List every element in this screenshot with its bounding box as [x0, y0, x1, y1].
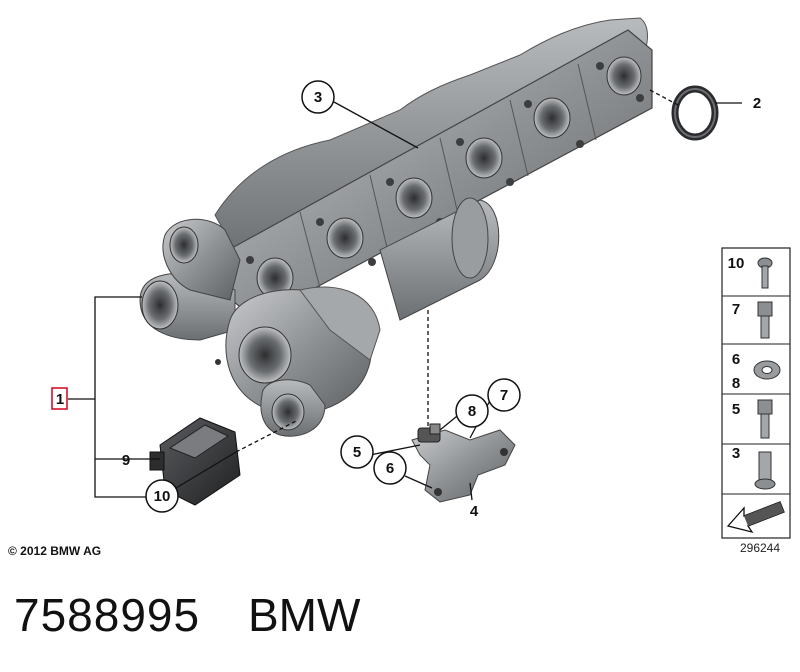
exhaust-manifold — [214, 17, 653, 321]
callout-5[interactable]: 5 — [340, 435, 374, 469]
svg-text:10: 10 — [154, 488, 171, 505]
wastegate-actuator — [149, 417, 241, 506]
svg-text:2: 2 — [753, 95, 761, 112]
diagram-number: 296244 — [740, 541, 780, 555]
legend-row-3[interactable]: 3 — [732, 445, 776, 490]
direction-arrow-icon — [726, 501, 785, 534]
callout-4[interactable]: 4 — [470, 503, 479, 520]
callout-2[interactable]: 2 — [753, 95, 761, 112]
callout-9[interactable]: 9 — [122, 452, 130, 469]
callout-6[interactable]: 6 — [373, 451, 407, 485]
leader-lines — [68, 89, 742, 501]
legend-row-6-8[interactable]: 6 8 — [732, 351, 781, 392]
gasket-ring — [671, 85, 719, 141]
callout-10[interactable]: 10 — [145, 479, 179, 513]
flange-segments — [299, 63, 597, 289]
svg-text:1: 1 — [56, 391, 64, 408]
support-bracket — [411, 423, 516, 503]
svg-text:8: 8 — [732, 375, 740, 392]
hardware-legend: 10 7 6 8 5 3 — [721, 247, 791, 539]
legend-row-5[interactable]: 5 — [732, 399, 773, 439]
svg-text:6: 6 — [732, 351, 740, 368]
svg-text:6: 6 — [386, 460, 394, 477]
svg-text:8: 8 — [468, 403, 476, 420]
svg-text:10: 10 — [728, 255, 745, 272]
callout-8[interactable]: 8 — [455, 394, 489, 428]
svg-text:7: 7 — [500, 387, 508, 404]
legend-row-10[interactable]: 10 — [728, 255, 773, 289]
turbocharger — [139, 197, 500, 437]
svg-text:5: 5 — [732, 401, 740, 418]
callout-1[interactable]: 1 — [51, 387, 68, 410]
part-number: 7588995 — [14, 589, 201, 641]
legend-row-7[interactable]: 7 — [732, 301, 773, 339]
copyright-text: © 2012 BMW AG — [8, 544, 101, 558]
svg-text:7: 7 — [732, 301, 740, 318]
svg-text:3: 3 — [314, 89, 322, 106]
svg-text:3: 3 — [732, 445, 740, 462]
svg-text:9: 9 — [122, 452, 130, 469]
brand-name: BMW — [248, 589, 361, 641]
callout-3[interactable]: 3 — [301, 80, 335, 114]
callout-7[interactable]: 7 — [487, 378, 521, 412]
manifold-ports — [256, 56, 642, 299]
svg-text:5: 5 — [353, 444, 361, 461]
svg-text:4: 4 — [470, 503, 479, 520]
